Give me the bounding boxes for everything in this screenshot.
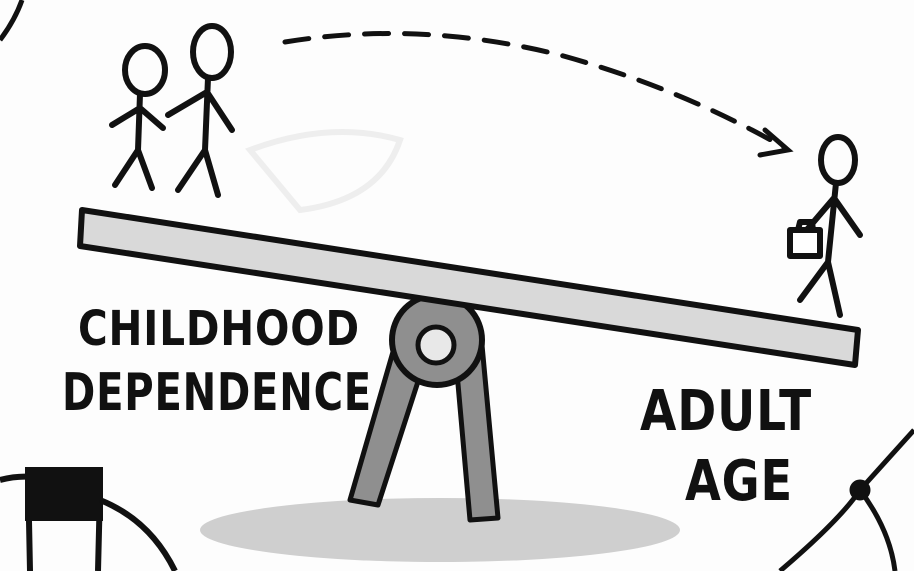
adult-figure <box>787 134 863 318</box>
right-label-line2: AGE <box>685 449 793 514</box>
edge-fragment-top-left <box>0 0 25 42</box>
briefcase-icon <box>787 227 823 259</box>
background-sketch <box>244 129 404 214</box>
left-label-line2: DEPENDENCE <box>62 363 372 423</box>
left-label: CHILDHOOD DEPENDENCE <box>62 301 372 423</box>
transition-arrow <box>282 31 794 158</box>
right-label-line1: ADULT <box>640 379 812 444</box>
children-figures <box>109 23 235 198</box>
ground-shadow <box>200 498 680 562</box>
edge-fragment-bottom-right <box>778 428 914 571</box>
left-label-line1: CHILDHOOD <box>78 301 360 357</box>
pivot-hub <box>415 324 457 366</box>
edge-fragment-bottom-left <box>0 467 178 571</box>
seesaw-stand <box>347 292 501 523</box>
seesaw-beam <box>77 207 861 368</box>
right-label: ADULT AGE <box>640 379 812 514</box>
